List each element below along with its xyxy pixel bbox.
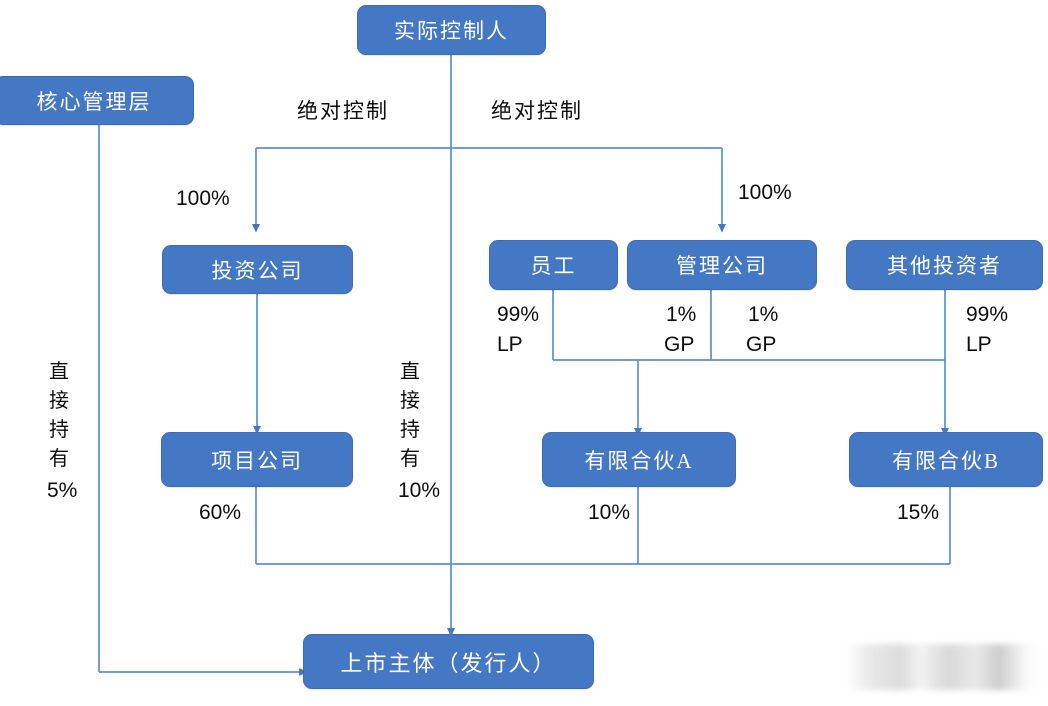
edge-label-project-60: 60% — [199, 501, 242, 524]
node-label: 实际控制人 — [394, 19, 509, 43]
node-label: 有限合伙A — [584, 448, 694, 473]
edge-label-investment-100: 100% — [176, 187, 230, 210]
direct-hold-mid-text: 直接持有 — [400, 361, 420, 470]
node-core-management[interactable]: 核心管理层 — [0, 76, 194, 125]
edge-label-management-b-share: 1% — [748, 303, 779, 326]
node-label: 核心管理层 — [36, 89, 152, 114]
node-label: 项目公司 — [211, 448, 303, 473]
edge-label-direct-hold-left: 直接持有 5% — [47, 358, 78, 506]
edge-label-employees-role: LP — [497, 333, 523, 356]
edge-label-absolute-control-right: 绝对控制 — [491, 99, 583, 123]
edge-label-other-investors-share: 99% — [966, 303, 1009, 326]
node-label: 有限合伙B — [891, 448, 1000, 473]
node-limited-partnership-a[interactable]: 有限合伙A — [542, 432, 736, 487]
node-limited-partnership-b[interactable]: 有限合伙B — [849, 432, 1043, 487]
node-actual-controller[interactable]: 实际控制人 — [357, 5, 546, 55]
edge-label-lp-b-15: 15% — [897, 501, 940, 524]
node-other-investors[interactable]: 其他投资者 — [846, 240, 1043, 290]
edge-label-management-100: 100% — [738, 181, 792, 204]
direct-hold-left-pct: 5% — [47, 479, 78, 502]
node-project-company[interactable]: 项目公司 — [161, 432, 353, 487]
node-label: 员工 — [530, 254, 577, 278]
edge-label-management-a-role: GP — [664, 333, 695, 356]
edge-label-direct-hold-middle: 直接持有 10% — [398, 358, 441, 506]
node-label: 上市主体（发行人） — [340, 650, 557, 676]
edge-label-management-b-role: GP — [746, 333, 777, 356]
edge-label-lp-a-10: 10% — [588, 501, 631, 524]
node-employees[interactable]: 员工 — [489, 240, 618, 290]
edge-label-absolute-control-left: 绝对控制 — [297, 99, 389, 123]
node-label: 其他投资者 — [887, 254, 1002, 278]
node-management-company[interactable]: 管理公司 — [627, 240, 817, 290]
edge-label-employees-share: 99% — [497, 303, 540, 326]
edge-label-other-investors-role: LP — [966, 333, 992, 356]
node-label: 投资公司 — [211, 258, 304, 283]
edge-label-management-a-share: 1% — [666, 303, 697, 326]
blurred-watermark — [846, 644, 1042, 690]
node-listed-entity[interactable]: 上市主体（发行人） — [303, 634, 594, 689]
node-label: 管理公司 — [676, 254, 768, 278]
direct-hold-mid-pct: 10% — [398, 479, 441, 502]
direct-hold-left-text: 直接持有 — [49, 361, 69, 470]
node-investment-company[interactable]: 投资公司 — [162, 245, 353, 294]
